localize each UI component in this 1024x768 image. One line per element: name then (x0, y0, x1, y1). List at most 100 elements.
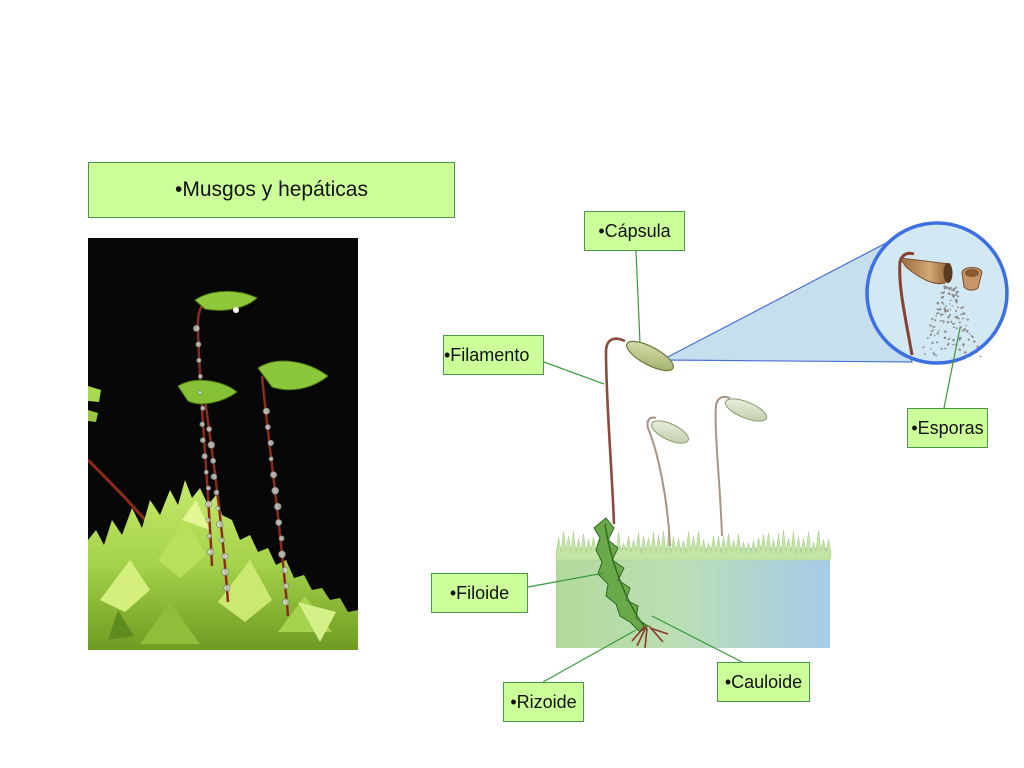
photo-leaf (140, 602, 200, 644)
photo-stem-3 (260, 375, 290, 617)
water-droplet (219, 537, 225, 544)
water-droplet (210, 457, 216, 464)
spore-dot (951, 305, 954, 307)
spore-dot (931, 317, 934, 321)
spore-dot (976, 351, 978, 354)
spore-dot (963, 351, 967, 354)
water-droplet (223, 584, 231, 592)
spore-dot (958, 336, 962, 340)
label-filamento-text: •Filamento (444, 344, 530, 365)
rhizoid (636, 626, 647, 647)
spore-dot (936, 301, 940, 305)
photo-content (88, 290, 358, 650)
photo-leaf (182, 500, 210, 530)
spore-dot (939, 319, 942, 322)
spore-dot (947, 342, 950, 345)
spore-dot (944, 330, 947, 333)
sporophyte-3-stalk (714, 395, 731, 537)
spore-dot (959, 313, 962, 316)
spore-dot (941, 301, 944, 304)
spore-dot (965, 356, 968, 358)
spore-dot (943, 307, 946, 310)
capsule-lid-opening (965, 269, 979, 277)
spore-dot (937, 312, 940, 315)
water-droplet (210, 473, 218, 480)
rizoide-leader-line (542, 629, 637, 683)
spore-dot (950, 320, 953, 323)
water-droplet (267, 439, 274, 447)
spore-dot (942, 303, 945, 305)
label-cauloide: •Cauloide (717, 662, 810, 702)
water-droplet (278, 550, 286, 559)
magnified-open-capsule (898, 257, 951, 285)
main-filament (604, 337, 626, 525)
water-droplet (195, 341, 202, 348)
water-droplet (207, 441, 216, 449)
label-filoide: •Filoide (431, 573, 528, 613)
label-capsula-text: •Cápsula (598, 220, 671, 241)
spore-dot (943, 285, 947, 288)
label-rizoide: •Rizoide (503, 682, 584, 722)
photo-moss-mass (88, 480, 358, 650)
cauloide-leader-line (651, 615, 743, 663)
spore-dot (948, 314, 952, 317)
water-droplet (205, 517, 211, 523)
photo-leaf (218, 560, 272, 622)
water-droplet (271, 486, 280, 495)
spore-dot (931, 341, 934, 345)
spore-dot (955, 309, 958, 312)
water-droplet (268, 456, 274, 462)
magnified-view (865, 221, 1009, 365)
spore-dot (949, 286, 953, 290)
photo-leaf (298, 602, 336, 642)
label-esporas-text: •Esporas (911, 417, 984, 438)
spore-dot (940, 347, 943, 350)
water-droplet (274, 502, 282, 511)
label-capsula: •Cápsula (584, 211, 685, 251)
spore-dot (942, 321, 945, 324)
spore-dot (937, 308, 940, 311)
filoide-leader-line (527, 572, 605, 588)
spore-dot (956, 300, 958, 303)
spore-dot (930, 330, 933, 333)
spore-dot (961, 329, 964, 332)
photo-highlight (233, 307, 239, 313)
water-droplet (205, 500, 213, 508)
spore-dot (947, 315, 950, 319)
spore-dot (954, 286, 958, 289)
spore-dot (946, 309, 949, 313)
spore-dot (953, 323, 956, 325)
sporophyte-2-stalk (646, 416, 671, 547)
photo-leaf-left (88, 386, 101, 402)
magnified-stalk (898, 251, 915, 356)
water-droplet (282, 598, 290, 606)
spore-dot (936, 341, 939, 344)
spore-dot (941, 313, 943, 315)
photo-leaf-shadow (108, 610, 134, 640)
water-droplet (207, 548, 215, 556)
spore-dot (965, 325, 968, 327)
water-droplet (282, 583, 289, 590)
spore-cloud (922, 285, 982, 358)
spore-dot (956, 290, 959, 294)
water-droplet (197, 390, 203, 395)
spore-dot (941, 296, 944, 299)
photo-capsule-2 (177, 379, 238, 405)
capsula-leader-line (635, 250, 641, 344)
spore-dot (943, 320, 945, 322)
spore-dot (948, 293, 951, 296)
spore-dot (966, 329, 969, 333)
spore-dot (929, 324, 932, 327)
spore-dot (968, 333, 971, 335)
photo-capsule-1 (194, 290, 258, 311)
spore-dot (948, 303, 951, 305)
filamento-leader-line (543, 361, 605, 385)
spore-dot (945, 305, 947, 307)
spore-dot (952, 343, 955, 346)
spore-dot (955, 327, 958, 330)
water-droplet (216, 520, 224, 528)
spore-dot (967, 338, 970, 341)
spore-dot (943, 292, 945, 294)
spore-dot (943, 336, 947, 340)
